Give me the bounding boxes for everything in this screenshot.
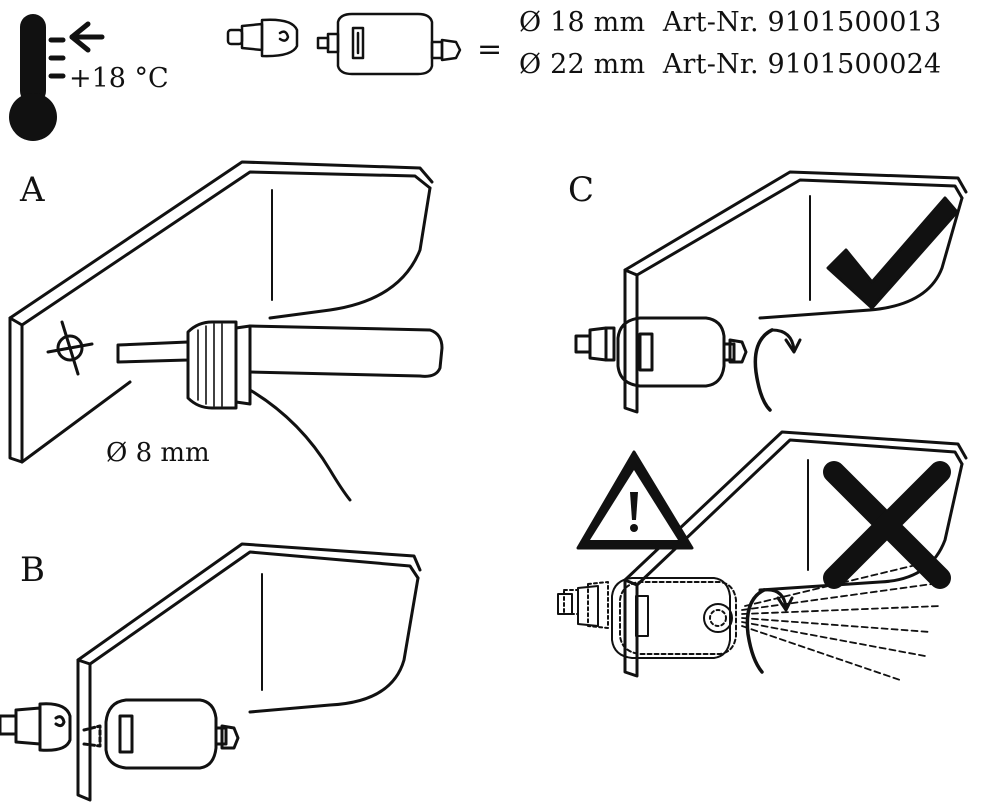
article-number-22: Art-Nr. 9101500024	[662, 49, 942, 80]
valve-part-icon	[316, 12, 462, 76]
warning-triangle-icon	[576, 450, 694, 550]
checkmark-icon	[826, 196, 959, 310]
step-label-c: C	[568, 170, 595, 210]
temperature-label: +18 °C	[69, 63, 169, 94]
diameter-22: Ø 22 mm	[519, 49, 646, 80]
nozzle-part-icon	[226, 18, 299, 58]
arrow-left-icon	[69, 21, 105, 53]
thermometer-icon	[9, 14, 66, 141]
article-number-18: Art-Nr. 9101500013	[662, 7, 942, 38]
panel-a-drawing	[8, 160, 444, 502]
step-label-b: B	[20, 550, 45, 590]
panel-c-wrong-drawing	[557, 430, 968, 681]
article-line-18: Ø 18 mm Art-Nr. 9101500013	[519, 6, 941, 40]
panel-b-drawing	[0, 542, 422, 802]
step-label-a: A	[20, 170, 45, 210]
panel-c-correct-drawing	[574, 170, 968, 414]
diameter-18: Ø 18 mm	[519, 7, 646, 38]
article-line-22: Ø 22 mm Art-Nr. 9101500024	[519, 48, 941, 82]
cross-icon	[823, 461, 951, 589]
drill-diameter-label: Ø 8 mm	[106, 438, 210, 468]
equals-sign: =	[477, 32, 503, 67]
